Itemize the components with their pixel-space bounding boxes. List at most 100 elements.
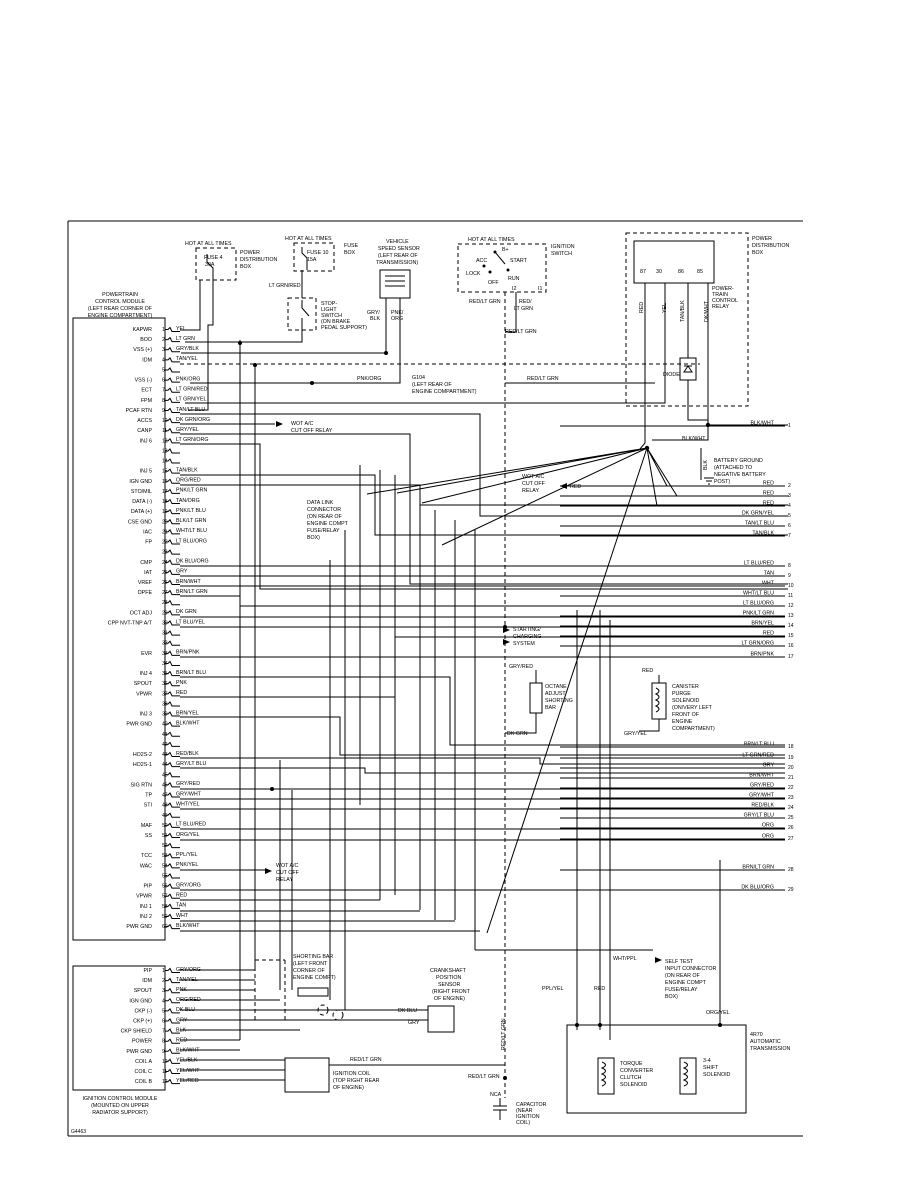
oct-l4: BAR — [545, 705, 556, 711]
bat-l3: NEGATIVE BATTERY — [714, 472, 766, 478]
ckp-l5: OF ENGINE) — [434, 996, 465, 1002]
oct-l1: OCTANE — [545, 684, 567, 690]
pcm-pin-name: SIG RTN — [131, 782, 153, 788]
icm-pin-connector — [165, 1028, 180, 1034]
pcm-pin-name: FPM — [141, 398, 152, 404]
pcm-pin-number: 7 — [162, 388, 165, 394]
pcm-pin-connector — [165, 377, 180, 383]
can-body — [651, 682, 667, 720]
pcm-pin-number: 17 — [162, 489, 168, 495]
pdb-box-l1: POWER — [752, 236, 772, 242]
fuse4-hot-label: HOT AT ALL TIMES — [185, 241, 232, 247]
pcm-pin-row: 14 — [162, 458, 180, 465]
pcm-pin-connector — [165, 761, 180, 768]
can-l2: PURGE — [672, 691, 691, 697]
cap-l4: COIL) — [516, 1120, 530, 1126]
right-wire-label: RED — [763, 481, 774, 487]
pcm-pin-wire: GRY/ORG — [176, 882, 201, 888]
tcc-l2: CONVERTER — [620, 1068, 653, 1074]
pcm-pin-wire: LT GRN/RED — [176, 387, 208, 393]
pcm-pin-name: FP — [145, 540, 152, 546]
ign-arm — [494, 251, 506, 265]
fuse10-amp: 15A — [307, 257, 317, 263]
icm-pin-name: COIL A — [135, 1059, 152, 1065]
can-l1: CANISTER — [672, 684, 699, 690]
pcm-pin-connector — [165, 437, 180, 444]
relay-body — [633, 240, 715, 284]
stoplight-l5: PEDAL SUPPORT) — [321, 325, 367, 331]
pcm-box — [72, 317, 166, 941]
ign-lock: LOCK — [466, 271, 481, 277]
relay-t86: 86 — [678, 269, 684, 275]
wot3-l3: RELAY — [276, 877, 293, 883]
oct-wire: GRY/RED — [509, 664, 533, 670]
pcm-pin-number: 2 — [162, 337, 165, 343]
pcm-title-line: ENGINE COMPARTMENT) — [88, 313, 153, 319]
icm-pin-wire: YEL/BLK — [176, 1058, 198, 1064]
ss-body — [679, 1057, 697, 1095]
pcm-pin-connector — [165, 923, 180, 930]
pcm-pin-connector — [165, 802, 180, 808]
w-risers — [239, 340, 721, 1040]
stoplight-switch: STOP- LIGHT SWITCH (ON BRAKE PEDAL SUPPO… — [287, 297, 367, 331]
pcm-pin-connector — [165, 852, 180, 859]
tr-box — [566, 1024, 747, 1114]
pcm-pin-connector — [165, 842, 180, 849]
can-l6: ENGINE — [672, 719, 693, 725]
right-wire-number: 24 — [788, 805, 794, 811]
icm-pin-name: PWR GND — [126, 1049, 152, 1055]
right-wire-number: 18 — [788, 744, 794, 750]
sb-l3: CORNER OF — [293, 968, 326, 974]
red-ltgrn-label: RED/LT GRN — [527, 376, 559, 382]
pcm-pin-wire: RED/BLK — [176, 751, 199, 757]
pcm-pin-connector — [165, 468, 180, 474]
fuse4-box: HOT AT ALL TIMES FUSE 4 30A POWER DISTRI… — [185, 241, 278, 281]
pcm-pin-number: 53 — [162, 853, 168, 859]
can-gnd: GRY/YEL — [624, 731, 647, 737]
icm-title: IGNITION CONTROL MODULE(MOUNTED ON UPPER… — [83, 1096, 158, 1116]
pcm-pin-number: 51 — [162, 833, 168, 839]
pcm-pin-number: 12 — [162, 438, 168, 444]
bat-l2: (ATTACHED TO — [714, 465, 752, 471]
right-wire-label: LT GRN/ORG — [742, 641, 774, 647]
tcc-l4: SOLENOID — [620, 1082, 648, 1088]
w-pcm-39 — [180, 716, 785, 756]
ign-start: START — [510, 258, 528, 264]
right-wire-label: RED/BLK — [751, 803, 774, 809]
pcm-pin-name: VSS (+) — [133, 347, 152, 353]
pcm-pin-connector — [165, 913, 180, 919]
w-pcm-11 — [180, 433, 788, 585]
pcm-pin-number: 42 — [162, 742, 168, 748]
pcm-pin-number: 41 — [162, 732, 168, 738]
wot2-l1: WOT A/C — [522, 474, 544, 480]
dlc-l6: BOX) — [307, 535, 320, 541]
pcm-title-line: CONTROL MODULE — [95, 299, 145, 305]
g104-ground: G104 (LEFT REAR OF ENGINE COMPARTMENT) P… — [357, 375, 559, 395]
pcm-pin-wire: TAN — [176, 903, 186, 909]
ign-outline — [457, 243, 547, 293]
pcm-pin-wire: BRN/YEL — [176, 710, 199, 716]
